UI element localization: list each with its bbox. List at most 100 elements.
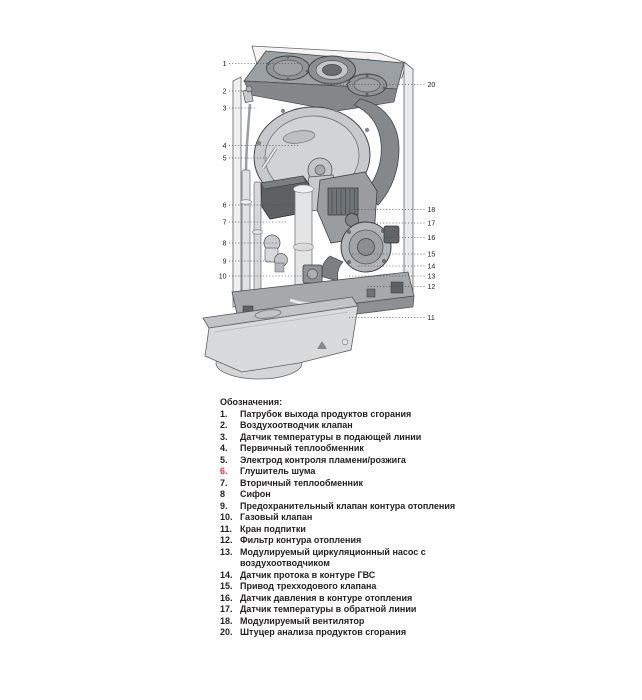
legend-item-text: Первичный теплообменник — [240, 443, 364, 453]
silencer-top — [260, 175, 307, 190]
callout-6: 6 — [223, 203, 227, 210]
legend-item-text: Фильтр контура отопления — [240, 535, 362, 545]
legend-item-number: 13. — [220, 546, 233, 557]
legend-item-15: 15. Привод трехходового клапана — [220, 581, 455, 593]
legend-item-number: 4. — [220, 443, 228, 453]
callout-1: 1 — [223, 61, 227, 68]
callout-16: 16 — [428, 235, 436, 242]
flue-port-center-hole — [322, 64, 342, 76]
panel-screw — [341, 338, 349, 346]
top-panel — [243, 50, 405, 112]
legend-item-18: 18. Модулируемый вентилятор — [220, 616, 455, 628]
legend-item-number: 3. — [220, 431, 228, 442]
fan-ribbed-box — [327, 187, 359, 216]
hydraulic-parts — [263, 234, 323, 284]
legend-item-number: 17. — [220, 604, 233, 614]
leader-lines — [229, 63, 425, 318]
left-pipes — [240, 169, 263, 294]
callout-18: 18 — [428, 207, 436, 214]
pipe-collar-1 — [240, 199, 252, 205]
legend-item-text: Патрубок выхода продуктов сгорания — [240, 408, 412, 419]
tray-fitting — [366, 288, 376, 298]
legend-item-5: 5.Электрод контроля пламени/розжига — [220, 455, 455, 467]
legend-item-number: 14. — [220, 569, 233, 580]
callout-12: 12 — [428, 284, 436, 291]
legend-item-11: 11.Кран подпитки — [220, 524, 455, 536]
callout-20: 20 — [428, 82, 436, 89]
legend: Обозначения: 1.Патрубок выхода продуктов… — [220, 397, 455, 639]
pump — [340, 221, 392, 273]
callout-4: 4 — [223, 143, 227, 150]
legend-item-text: Газовый клапан — [240, 512, 313, 522]
legend-item-number: 18. — [220, 615, 233, 626]
gas-valve-knob — [307, 268, 318, 280]
air-vent-cap — [245, 85, 253, 93]
pipe-collar-2 — [252, 229, 263, 235]
callout-7: 7 — [223, 220, 227, 227]
legend-item-text: Датчик протока в контуре ГВС — [240, 569, 376, 580]
callout-13: 13 — [428, 274, 436, 281]
boiler-diagram: 1 2 3 4 5 6 7 8 9 10 20 18 17 16 15 14 1… — [202, 45, 436, 380]
legend-item-text: Предохранительный клапан контура отоплен… — [240, 500, 456, 511]
sight-slot — [282, 130, 316, 144]
callout-numbers: 1 2 3 4 5 6 7 8 9 10 20 18 17 16 15 14 1… — [219, 61, 436, 322]
legend-item-number: 6. — [220, 466, 228, 476]
legend-item-9: 9. Предохранительный клапан контура отопл… — [220, 501, 455, 513]
legend-item-number: 5. — [220, 454, 228, 465]
pump-center — [357, 238, 375, 256]
legend-item-6: 6.Глушитель шума — [220, 466, 455, 478]
legend-item-1: 1. Патрубок выхода продуктов сгорания — [220, 409, 455, 421]
callout-3: 3 — [223, 106, 227, 113]
central-pipe-collar-top — [293, 184, 314, 194]
legend-item-text: Датчик температуры в обратной линии — [240, 604, 417, 614]
panel-handle — [254, 309, 282, 319]
flue-ring-left-inner — [273, 59, 303, 77]
legend-item-16: 16. Датчик давления в контуре отопления — [220, 593, 455, 605]
legend-item-text: Кран подпитки — [240, 523, 306, 534]
legend-item-number — [220, 558, 240, 570]
legend-item-2: 2. Воздухоотводчик клапан — [220, 420, 455, 432]
pipe-left-inner — [253, 181, 262, 292]
legend-item-text: Привод трехходового клапана — [240, 581, 377, 591]
legend-item-text: Датчик температуры в подающей линии — [240, 431, 422, 442]
tray-clip-right — [390, 281, 404, 294]
legend-item-3: 3. Датчик температуры в подающей линии — [220, 432, 455, 444]
legend-item-14: 14. Датчик протока в контуре ГВС — [220, 570, 455, 582]
fan-ribs — [331, 189, 355, 214]
callout-2: 2 — [223, 89, 227, 96]
cabinet-right-wall — [403, 61, 414, 301]
callout-11: 11 — [428, 315, 435, 322]
cabinet-left-wall — [232, 76, 242, 308]
callout-8: 8 — [223, 241, 227, 248]
legend-item-text: воздухоотводчиком — [240, 558, 330, 568]
pipe-left-outer — [241, 169, 251, 294]
legend-item-number: 9. — [220, 500, 228, 511]
legend-item-number: 2. — [220, 420, 228, 430]
legend-item-number: 10. — [220, 512, 233, 522]
flue-ring-right-inner — [353, 77, 381, 93]
pressure-sensor — [383, 225, 400, 244]
legend-item-4: 4. Первичный теплообменник — [220, 443, 455, 455]
pump-bolts — [347, 229, 386, 264]
control-panel-seam — [213, 311, 349, 333]
legend-item-text: Модулируемый вентилятор — [240, 615, 365, 626]
legend-item-text: Воздухоотводчик клапан — [240, 420, 353, 430]
legend-item-text: Штуцер анализа продуктов сгорания — [240, 627, 407, 637]
callout-9: 9 — [223, 259, 227, 266]
electrode-rod — [262, 147, 277, 169]
legend-item-13-line2: воздухоотводчиком — [220, 558, 455, 570]
legend-item-13: 13.Модулируемый циркуляционный насос с — [220, 547, 455, 559]
control-panel-front — [204, 305, 359, 373]
legend-item-text: Датчик давления в контуре отопления — [240, 592, 413, 603]
callout-15: 15 — [428, 252, 436, 259]
legend-item-number: 20. — [220, 627, 233, 637]
legend-item-number: 16. — [220, 592, 233, 603]
burner-hub-center — [314, 164, 326, 176]
legend-item-number: 15. — [220, 581, 233, 591]
legend-item-17: 17. Датчик температуры в обратной линии — [220, 604, 455, 616]
legend-item-number: 1. — [220, 408, 228, 419]
callout-10: 10 — [219, 274, 227, 281]
legend-item-20: 20. Штуцер анализа продуктов сгорания — [220, 627, 455, 639]
callout-5: 5 — [223, 156, 227, 163]
